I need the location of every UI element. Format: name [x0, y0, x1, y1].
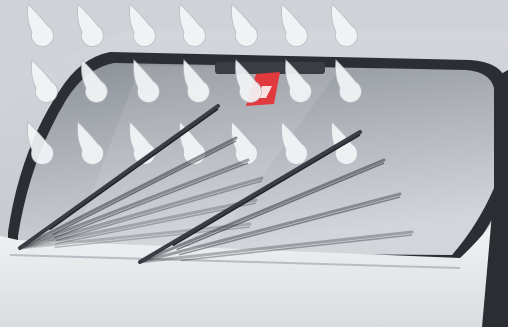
mirror-mount: [215, 62, 325, 74]
